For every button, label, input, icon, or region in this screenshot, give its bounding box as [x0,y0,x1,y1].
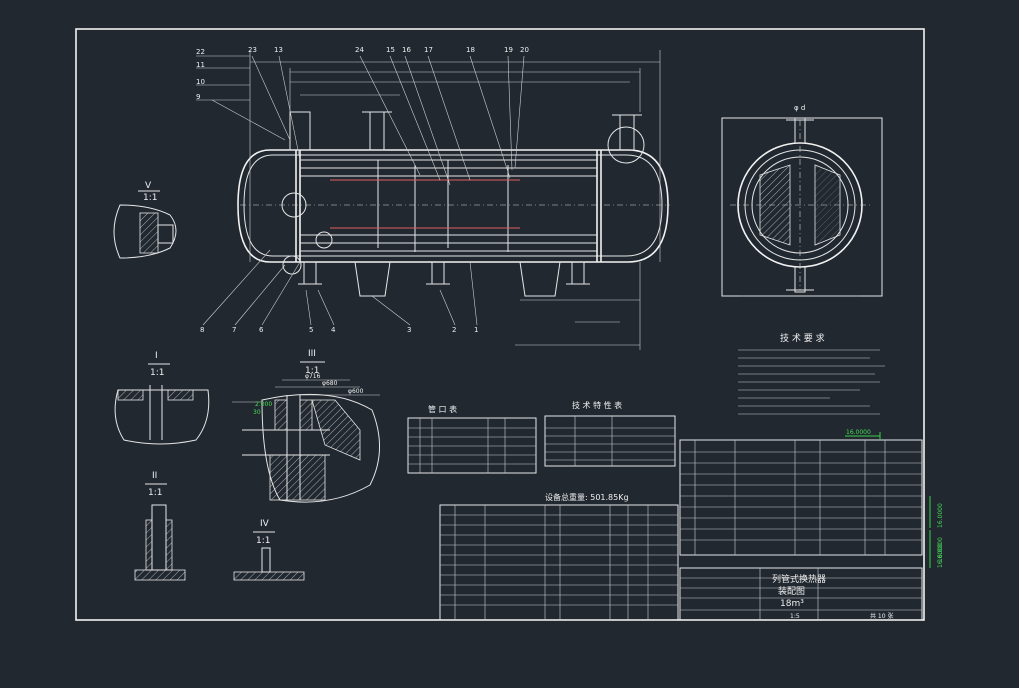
svg-text:6: 6 [259,326,264,334]
tech-char-table: 技 术 特 性 表 [544,400,676,467]
svg-text:2: 2 [452,326,456,334]
svg-text:II: II [152,471,157,481]
callout-11: 11 [196,61,205,69]
svg-text:7: 7 [232,326,236,334]
callout-17: 17 [424,46,433,54]
nozzle-table: 管 口 表 [407,404,537,474]
callout-23: 23 [248,46,257,54]
equipment-name: 列管式换热器 [772,573,826,585]
svg-text:1:1: 1:1 [148,488,162,498]
svg-text:1:1: 1:1 [143,193,157,203]
section-ii: II 1:1 [134,471,186,581]
end-view: φ d [721,104,883,297]
svg-text:8: 8 [200,326,204,334]
svg-text:2.000: 2.000 [255,401,272,408]
callout-18: 18 [466,46,475,54]
tech-requirements: 技 术 要 求 [738,332,885,415]
svg-text:技 术 要 求: 技 术 要 求 [780,332,825,344]
section-iii: III 1:1 φ716 φ680 φ600 2.000 30 [232,349,381,503]
callout-13: 13 [274,46,283,54]
sheet-count: 共 10 张 [870,612,893,620]
main-view-bottom-numbers: 8 7 6 5 4 3 2 1 [200,326,478,334]
main-view-top-numbers: 22 23 13 24 15 16 17 18 19 20 11 10 9 [196,46,529,101]
svg-text:1:1: 1:1 [150,368,164,378]
parts-list-left: 设备总重量: 501.85Kg [439,492,679,621]
svg-text:16.0000: 16.0000 [937,503,944,528]
callout-24: 24 [355,46,364,54]
svg-text:1:1: 1:1 [305,366,319,376]
callout-16: 16 [402,46,411,54]
green-dimensions: 16.0000 16.0000 16.0000 16.0000 [845,429,944,568]
svg-text:1: 1 [474,326,478,334]
svg-text:V: V [145,181,152,191]
svg-text:φ600: φ600 [348,388,364,395]
callout-19: 19 [504,46,513,54]
svg-text:3: 3 [407,326,411,334]
svg-text:φ716: φ716 [305,373,321,380]
scale: 1:5 [790,613,800,620]
svg-text:5: 5 [309,326,313,334]
svg-text:1:1: 1:1 [256,536,270,546]
callout-22: 22 [196,48,205,56]
main-vessel-view [196,50,670,350]
callout-9: 9 [196,93,200,101]
svg-text:4: 4 [331,326,336,334]
svg-text:16.0000: 16.0000 [937,537,944,562]
svg-text:16.0000: 16.0000 [846,429,871,436]
svg-text:16.0000: 16.0000 [937,543,944,568]
svg-text:φ680: φ680 [322,380,338,387]
section-iv: IV 1:1 [233,519,305,581]
svg-text:IV: IV [260,519,270,529]
parts-list-right [679,439,923,556]
callout-10: 10 [196,78,205,86]
svg-text:φ d: φ d [794,104,805,112]
svg-text:I: I [155,351,158,361]
section-v: V 1:1 [113,181,177,259]
svg-text:30: 30 [253,409,261,416]
total-weight: 设备总重量: 501.85Kg [545,492,629,502]
callout-15: 15 [386,46,395,54]
drawing-type: 装配图 [778,585,805,597]
svg-text:技 术 特 性 表: 技 术 特 性 表 [572,400,622,410]
title-block: 列管式换热器 装配图 18m³ 1:5 共 10 张 [679,567,923,621]
svg-text:管 口 表: 管 口 表 [428,404,457,414]
callout-20: 20 [520,46,529,54]
section-i: I 1:1 [114,351,210,445]
svg-text:III: III [308,349,316,359]
capacity: 18m³ [780,599,804,609]
